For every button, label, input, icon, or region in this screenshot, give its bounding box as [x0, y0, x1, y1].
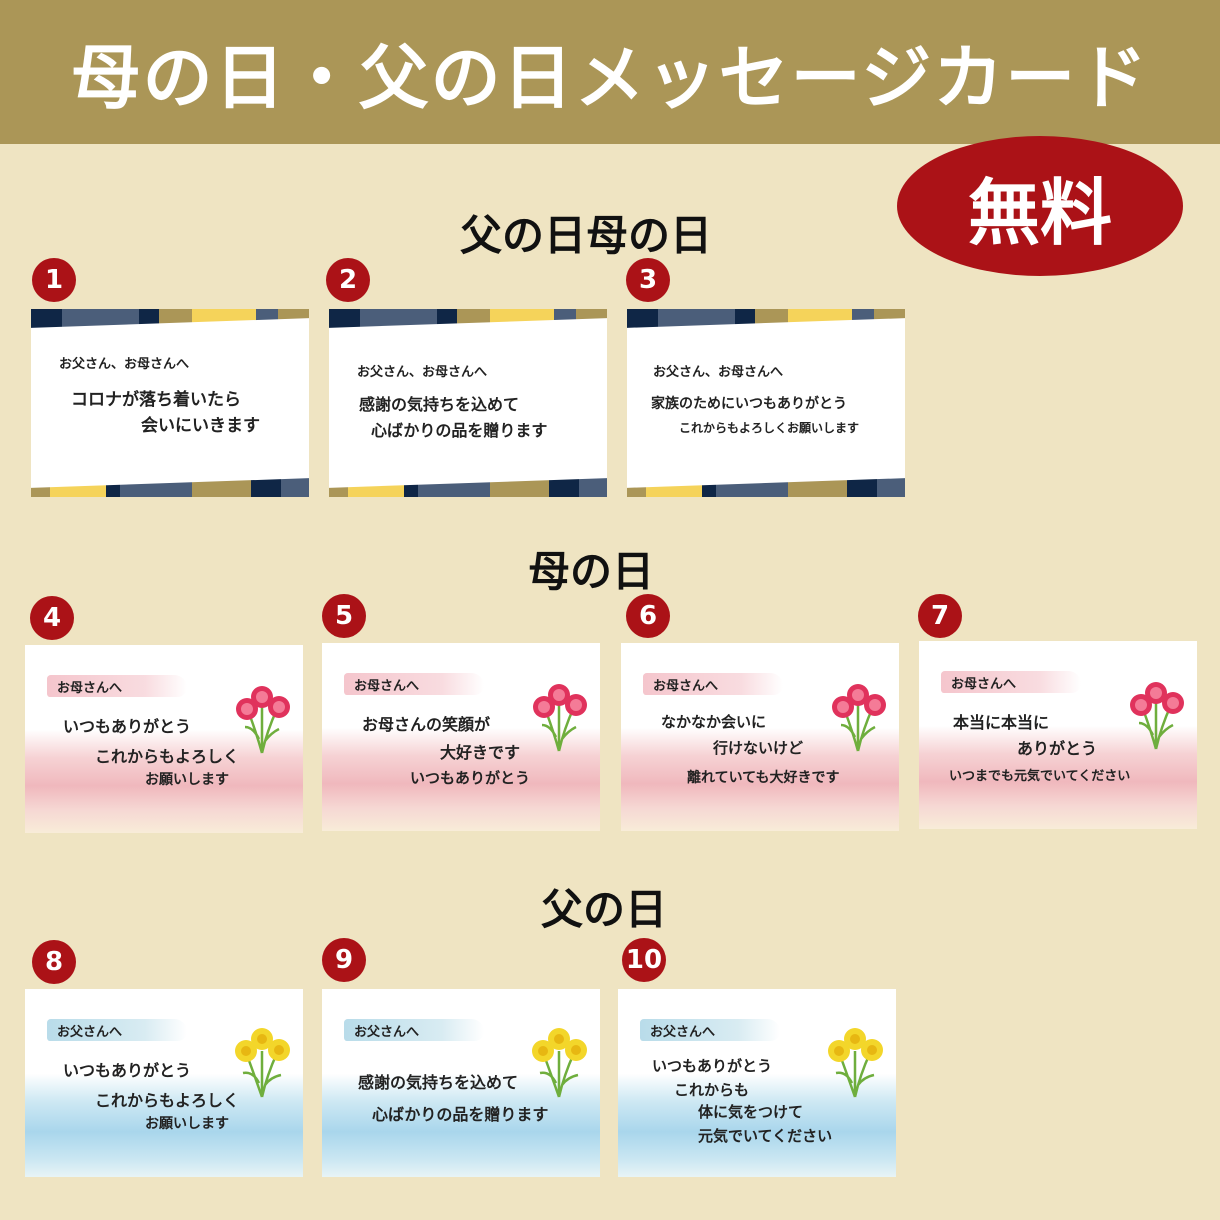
card-number-badge: 8: [32, 940, 76, 984]
brush-stroke: [344, 673, 484, 695]
card-message-line: コロナが落ち着いたら: [71, 390, 241, 410]
card-salutation: お母さんへ: [653, 679, 719, 694]
message-card-3[interactable]: お父さん、お母さんへ 家族のためにいつもありがとう これからもよろしくお願いしま…: [627, 309, 905, 497]
card-message-line: 感謝の気持ちを込めて: [358, 1073, 519, 1092]
card-number-badge: 4: [30, 596, 74, 640]
card-message-line: なかなか会いに: [661, 713, 767, 731]
card-number-badge: 3: [626, 258, 670, 302]
card-number-badge: 7: [918, 594, 962, 638]
card-message-line: これからもよろしく: [95, 1091, 240, 1110]
card-message-line: お願いします: [145, 772, 229, 788]
brush-stroke: [643, 673, 783, 695]
card-message-line: 感謝の気持ちを込めて: [359, 395, 520, 414]
card-message-line: 行けないけど: [713, 739, 804, 757]
card-message-line: 離れていても大好きです: [687, 770, 840, 786]
brush-stroke: [47, 1019, 187, 1041]
message-card-2[interactable]: お父さん、お母さんへ 感謝の気持ちを込めて 心ばかりの品を贈ります: [329, 309, 607, 497]
card-message-line: いつもありがとう: [63, 1061, 192, 1080]
card-number-badge: 5: [322, 594, 366, 638]
free-badge-label: 無料: [967, 170, 1112, 255]
card-message-line: いつもありがとう: [652, 1057, 773, 1075]
card-salutation: お母さんへ: [57, 681, 123, 696]
card-number-badge: 1: [32, 258, 76, 302]
card-salutation: お父さん、お母さんへ: [357, 365, 488, 380]
card-message-line: 会いにいきます: [141, 416, 260, 436]
carnation-icon: [533, 684, 587, 752]
yellow-rose-icon: [235, 1028, 290, 1098]
brush-stroke: [941, 671, 1081, 693]
message-card-10[interactable]: お父さんへ いつもありがとう これからも 体に気をつけて 元気でいてください: [618, 989, 896, 1177]
yellow-rose-icon: [828, 1028, 883, 1098]
card-salutation: お母さんへ: [951, 677, 1017, 692]
card-salutation: お父さんへ: [354, 1025, 420, 1040]
card-message-line: 心ばかりの品を贈ります: [372, 1105, 549, 1124]
card-number-badge: 2: [326, 258, 370, 302]
section-heading-mother: 母の日: [528, 547, 655, 596]
card-number-badge: 6: [626, 594, 670, 638]
card-message-line: いつもありがとう: [410, 769, 531, 787]
card-salutation: お母さんへ: [354, 679, 420, 694]
card-message-line: 家族のためにいつもありがとう: [651, 396, 847, 412]
page-title: 母の日・父の日メッセージカード: [70, 36, 1150, 119]
card-message-line: 元気でいてください: [698, 1127, 833, 1145]
card-number-badge: 9: [322, 938, 366, 982]
header-banner: 母の日・父の日メッセージカード: [0, 0, 1220, 144]
free-badge: 無料: [897, 136, 1183, 276]
card-message-line: これからも: [674, 1081, 750, 1099]
card-salutation: お父さん、お母さんへ: [59, 357, 190, 372]
message-card-8[interactable]: お父さんへ いつもありがとう これからもよろしく お願いします: [25, 989, 303, 1177]
card-message-line: いつまでも元気でいてください: [949, 769, 1131, 784]
card-message-line: お母さんの笑顔が: [362, 715, 491, 734]
card-salutation: お父さんへ: [650, 1025, 716, 1040]
carnation-icon: [832, 684, 886, 752]
message-card-4[interactable]: お母さんへ いつもありがとう これからもよろしく お願いします: [25, 645, 303, 833]
section-heading-father: 父の日: [541, 885, 668, 934]
card-message-line: これからもよろしく: [95, 747, 240, 766]
card-salutation: お父さん、お母さんへ: [653, 365, 784, 380]
card-message-line: お願いします: [145, 1116, 229, 1132]
card-message-line: 大好きです: [440, 743, 521, 762]
card-message-line: これからもよろしくお願いします: [679, 421, 860, 435]
card-message-line: ありがとう: [1017, 739, 1098, 758]
message-card-5[interactable]: お母さんへ お母さんの笑顔が 大好きです いつもありがとう: [322, 643, 600, 831]
carnation-icon: [1130, 682, 1184, 750]
brush-stroke: [344, 1019, 484, 1041]
card-number-badge: 10: [622, 938, 666, 982]
message-card-1[interactable]: お父さん、お母さんへ コロナが落ち着いたら 会いにいきます: [31, 309, 309, 497]
section-heading-both: 父の日母の日: [460, 211, 713, 260]
brush-stroke: [47, 675, 187, 697]
card-salutation: お父さんへ: [57, 1025, 123, 1040]
card-message-line: 本当に本当に: [953, 713, 1050, 732]
yellow-rose-icon: [532, 1028, 587, 1098]
card-message-line: いつもありがとう: [63, 717, 192, 736]
card-message-line: 心ばかりの品を贈ります: [371, 421, 548, 440]
message-card-9[interactable]: お父さんへ 感謝の気持ちを込めて 心ばかりの品を贈ります: [322, 989, 600, 1177]
message-card-7[interactable]: お母さんへ 本当に本当に ありがとう いつまでも元気でいてください: [919, 641, 1197, 829]
card-message-line: 体に気をつけて: [698, 1103, 804, 1121]
carnation-icon: [236, 686, 290, 754]
brush-stroke: [640, 1019, 780, 1041]
message-card-6[interactable]: お母さんへ なかなか会いに 行けないけど 離れていても大好きです: [621, 643, 899, 831]
